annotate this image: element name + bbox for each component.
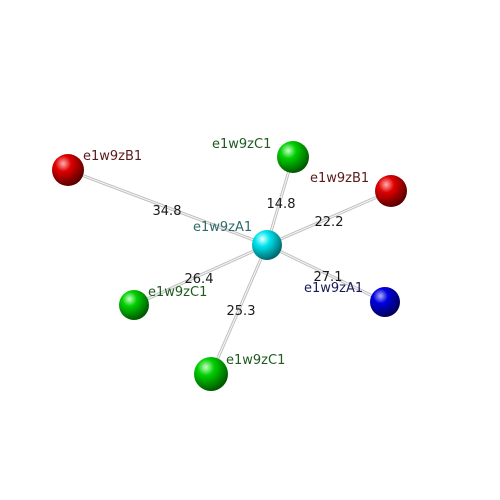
edge-line bbox=[266, 190, 392, 246]
node-label: e1w9zA1 bbox=[304, 281, 363, 296]
node-sphere[interactable] bbox=[194, 357, 228, 391]
edge-weight-label: 25.3 bbox=[227, 304, 256, 319]
edge-weight-label: 34.8 bbox=[153, 204, 182, 219]
edge-weight-label: 22.2 bbox=[315, 215, 344, 230]
labels-layer: 34.8 14.8 22.2 27.1 26.4 25.3 e1w9zA1 e1w9zB1 e1… bbox=[83, 137, 369, 368]
node-sphere[interactable] bbox=[370, 287, 400, 317]
node-label: e1w9zA1 bbox=[193, 220, 252, 235]
edge-weight-label: 27.1 bbox=[314, 270, 343, 285]
edge-line bbox=[133, 244, 268, 306]
edge-line bbox=[210, 244, 268, 375]
node-label: e1w9zC1 bbox=[148, 285, 207, 300]
node-sphere[interactable] bbox=[252, 230, 282, 260]
edge-weight-label: 26.4 bbox=[185, 272, 214, 287]
edge-line bbox=[266, 244, 386, 303]
node-label: e1w9zB1 bbox=[310, 171, 369, 186]
node-sphere[interactable] bbox=[375, 175, 407, 207]
node-sphere[interactable] bbox=[52, 154, 84, 186]
nodes-layer bbox=[52, 141, 407, 391]
edge-line bbox=[67, 169, 268, 246]
node-sphere[interactable] bbox=[277, 141, 309, 173]
node-sphere[interactable] bbox=[119, 290, 149, 320]
node-label: e1w9zB1 bbox=[83, 149, 142, 164]
node-label: e1w9zC1 bbox=[226, 353, 285, 368]
edge-weight-label: 14.8 bbox=[267, 197, 296, 212]
edges-layer bbox=[67, 156, 392, 375]
node-label: e1w9zC1 bbox=[212, 137, 271, 152]
